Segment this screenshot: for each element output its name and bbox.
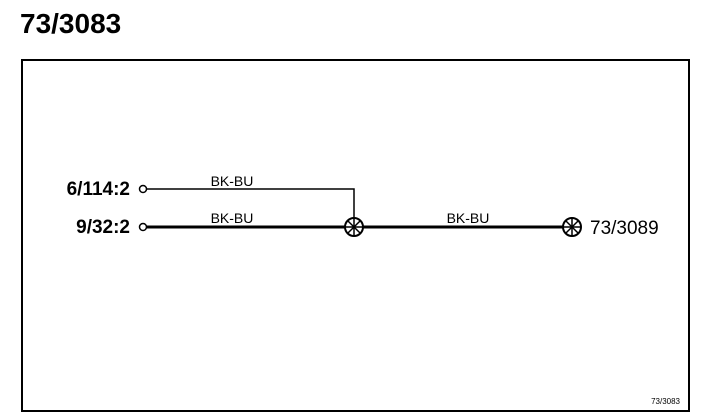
- wire-color-label: BK-BU: [211, 210, 254, 226]
- terminal-connector-6-114-2: [138, 184, 148, 194]
- terminal-label-9-32-2: 9/32:2: [76, 217, 130, 238]
- wire-color-label: BK-BU: [447, 210, 490, 226]
- footer-reference: 73/3083: [651, 397, 680, 406]
- destination-label: 73/3089: [590, 218, 659, 239]
- diagram-frame: [21, 59, 690, 412]
- wire-6-114-2-to-splice: [147, 188, 355, 218]
- terminal-label-6-114-2: 6/114:2: [67, 179, 130, 200]
- splice-icon: [344, 217, 364, 237]
- page-title: 73/3083: [20, 8, 122, 39]
- terminal-connector-9-32-2: [138, 222, 148, 232]
- wire-color-label: BK-BU: [211, 173, 254, 189]
- destination-connector-icon: [562, 217, 582, 237]
